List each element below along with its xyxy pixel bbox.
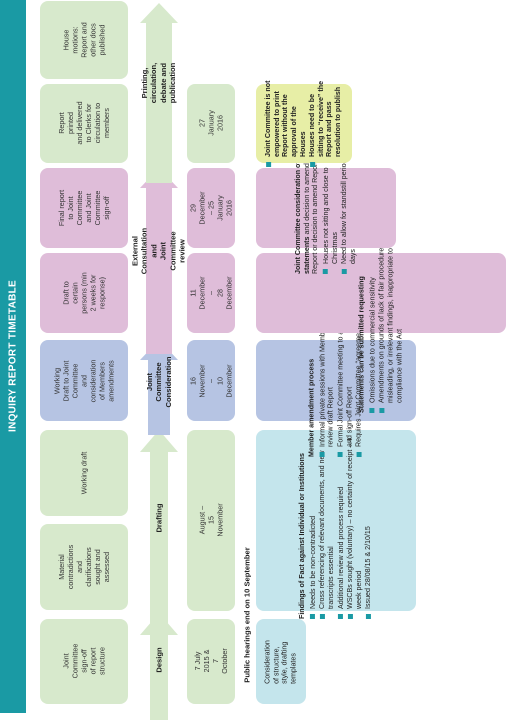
public-hearings-note: Public hearings end on 10 September bbox=[240, 524, 254, 706]
phase-arrow-consideration: Joint Committee Consideration bbox=[140, 339, 178, 435]
panel-member-amendment: Member amendment process Informal privat… bbox=[256, 313, 416, 457]
activity-label: Joint Committee sign-off of report struc… bbox=[61, 643, 107, 679]
phase-arrow-external: External Consultation and Joint Committe… bbox=[131, 167, 187, 354]
panel-printing-notes: Joint Committee is not empowered to prin… bbox=[256, 81, 352, 168]
date-label: 7 July 2015 & 7 October bbox=[193, 648, 229, 675]
phase-label-external: External Consultation and Joint Committe… bbox=[130, 227, 187, 274]
phase-arrow-drafting: Drafting bbox=[140, 429, 178, 630]
final-item: Houses need to be sitting to “receive” t… bbox=[308, 81, 343, 158]
findings-item: Additional review and process required bbox=[336, 487, 345, 610]
activity-box-report-printed: Report printed and delivered to Clerks f… bbox=[40, 84, 128, 163]
phase-arrow-shape bbox=[140, 3, 178, 184]
date-label: 11 December – 28 December bbox=[188, 276, 234, 310]
bullet-icon bbox=[365, 614, 371, 620]
bullet-icon bbox=[356, 451, 362, 457]
bullet-icon bbox=[338, 614, 343, 620]
phase-arrow-design: Design bbox=[140, 612, 178, 720]
bullet-icon bbox=[341, 268, 347, 274]
list-item: Houses need to be sitting to “receive” t… bbox=[308, 79, 343, 168]
activity-box-house-motions: House motions: Report and other docs pub… bbox=[40, 0, 128, 79]
bullet-icon bbox=[338, 451, 343, 457]
activity-label: Working draft bbox=[79, 451, 89, 494]
bullet-icon bbox=[309, 162, 315, 168]
activity-box-working-draft-jc: Working Draft to Joint Committee and con… bbox=[40, 339, 128, 422]
activity-box-report-structure: Joint Committee sign-off of report struc… bbox=[40, 619, 128, 704]
activity-label: Report printed and delivered to Clerks f… bbox=[57, 101, 111, 146]
activity-box-final-report: Final report to Joint Committee and Join… bbox=[40, 167, 128, 248]
date-label: 29 December – 25 January 2016 bbox=[188, 191, 234, 225]
list-item: Joint Committee is not empowered to prin… bbox=[264, 79, 307, 168]
title-bar: INQUIRY REPORT TIMETABLE bbox=[0, 0, 26, 713]
findings-item: WSCBs sought (voluntary) – no certainty … bbox=[346, 438, 363, 610]
activity-box-draft-certain-persons: Draft to certain persons (min 2 weeks fo… bbox=[40, 253, 128, 334]
activity-label: House motions: Report and other docs pub… bbox=[61, 22, 107, 58]
phase-arrow-shape bbox=[140, 612, 178, 720]
bullet-icon bbox=[319, 451, 325, 457]
activity-box-working-draft: Working draft bbox=[40, 429, 128, 516]
activity-label: Material contradictions and clarificatio… bbox=[57, 544, 111, 590]
bullet-icon bbox=[310, 614, 316, 620]
findings-title: Findings of Fact against Individual or I… bbox=[297, 453, 306, 620]
phase-arrow-printing: Printing, circulation, debate and public… bbox=[140, 3, 178, 184]
panel-structure-text: Consideration of structure, style, draft… bbox=[263, 639, 298, 684]
member-item: Informal private sessions with Members t… bbox=[318, 314, 335, 447]
activity-box-contradictions: Material contradictions and clarificatio… bbox=[40, 523, 128, 611]
public-hearings-text: Public hearings end on 10 September bbox=[242, 547, 252, 683]
phase-arrow-shape bbox=[140, 429, 178, 630]
final-item: Joint Committee is not empowered to prin… bbox=[264, 80, 307, 158]
findings-item: Cross referencing of relevant documents,… bbox=[318, 450, 335, 610]
date-label: August – 15 November bbox=[197, 503, 225, 537]
bullet-icon bbox=[379, 408, 385, 414]
phase-label-consideration: Joint Committee Consideration bbox=[144, 356, 173, 408]
date-box-external-2: 29 December – 25 January 2016 bbox=[187, 167, 235, 248]
date-box-external-1: 11 December – 28 December bbox=[187, 253, 235, 334]
phase-label-printing: Printing, circulation, debate and public… bbox=[140, 63, 178, 104]
activity-label: Final report to Joint Committee and Join… bbox=[57, 189, 111, 227]
bullet-icon bbox=[369, 408, 375, 414]
bullet-icon bbox=[265, 162, 271, 168]
phase-arrow-shape bbox=[140, 339, 178, 435]
activity-label: Draft to certain persons (min 2 weeks fo… bbox=[61, 272, 107, 315]
bullet-icon bbox=[323, 268, 329, 274]
panel-jc-consideration: Joint Committee consideration of stateme… bbox=[256, 148, 396, 274]
findings-item: Issued 28/08/15 & 2/10/15 bbox=[364, 526, 373, 610]
phase-arrow-shape bbox=[140, 167, 178, 354]
page-title: INQUIRY REPORT TIMETABLE bbox=[7, 279, 19, 433]
date-label: 16 November – 10 December bbox=[188, 363, 234, 398]
panel-statements: Statements can be submitted requesting O… bbox=[256, 200, 506, 414]
jcc-item: Houses not sitting and close to Christma… bbox=[321, 167, 339, 264]
activity-label: Working Draft to Joint Committee and con… bbox=[52, 359, 116, 402]
date-box-printing: 27 January 2016 bbox=[187, 84, 235, 163]
statements-item: Omissions due to commercial sensitivity bbox=[368, 277, 377, 404]
phase-label-drafting: Drafting bbox=[154, 503, 164, 534]
phase-label-design: Design bbox=[154, 647, 164, 674]
final-list: Joint Committee is not empowered to prin… bbox=[264, 79, 343, 168]
panel-structure-consideration: Consideration of structure, style, draft… bbox=[256, 619, 306, 705]
panel-findings-of-fact: Findings of Fact against Individual or I… bbox=[256, 429, 416, 620]
bullet-icon bbox=[347, 614, 353, 620]
final-content: Joint Committee is not empowered to prin… bbox=[264, 79, 344, 168]
findings-item: Needs to be non-contradicted bbox=[308, 516, 317, 610]
date-box-design: 7 July 2015 & 7 October bbox=[187, 619, 235, 704]
bullet-icon bbox=[319, 614, 325, 620]
date-label: 27 January 2016 bbox=[197, 110, 225, 137]
date-box-drafting: August – 15 November bbox=[187, 429, 235, 611]
date-box-consideration: 16 November – 10 December bbox=[187, 339, 235, 422]
list-item: Issued 28/08/15 & 2/10/15 bbox=[364, 421, 373, 620]
